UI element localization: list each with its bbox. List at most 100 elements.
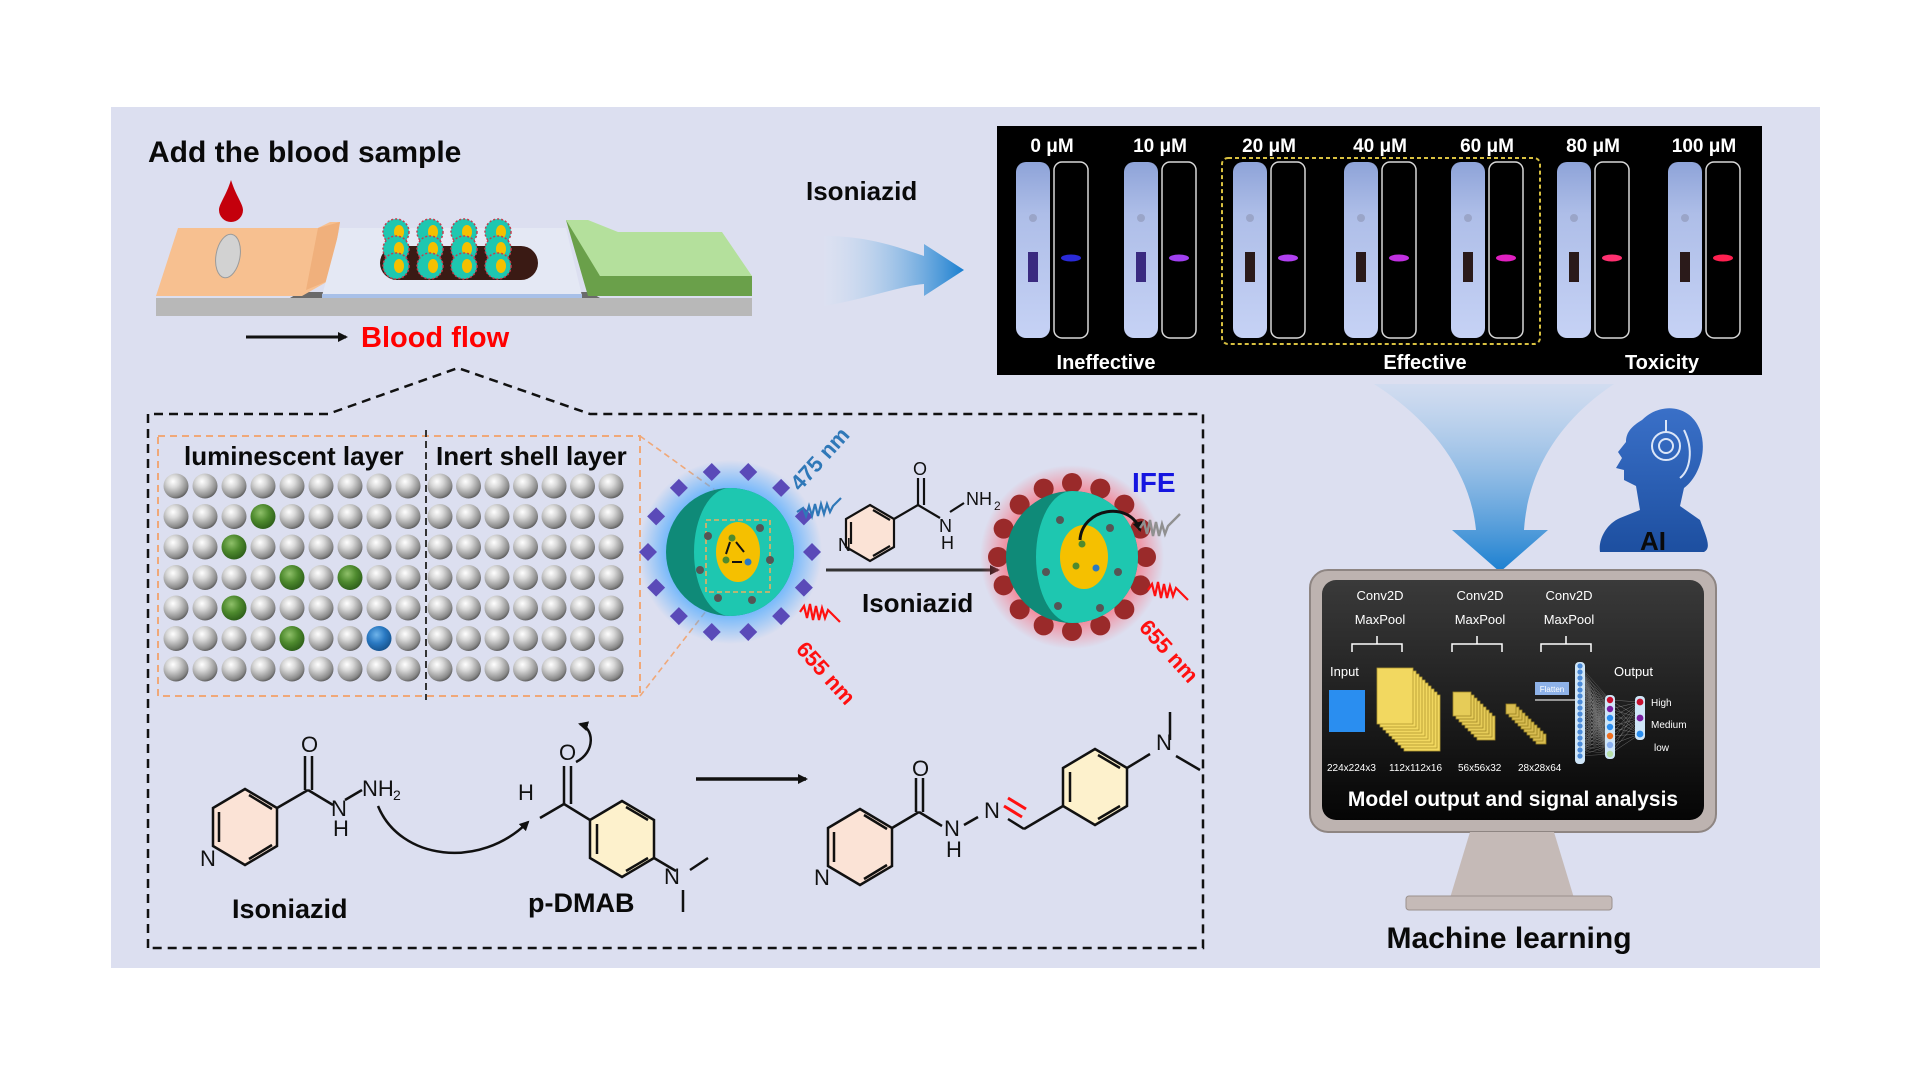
atom-nh-1: NH: [362, 776, 394, 801]
layer3-pool: MaxPool: [1544, 612, 1595, 627]
host-atom: [456, 626, 481, 651]
host-atom: [513, 565, 538, 590]
host-atom: [192, 595, 218, 621]
host-atom: [395, 626, 421, 651]
test-strip-pair: 40 μM: [1344, 136, 1417, 339]
host-atom: [250, 565, 276, 590]
emission-475-label: 475 nm: [785, 422, 854, 495]
host-atom: [337, 504, 363, 529]
strip-cassette: [1668, 162, 1702, 338]
host-atom: [250, 595, 276, 621]
host-atom: [484, 504, 510, 529]
input-image: [1329, 690, 1365, 732]
mol-atom-n: N: [939, 516, 952, 536]
result-window: [1356, 252, 1366, 282]
fluorescence-band: [1061, 254, 1081, 262]
surface-dye-icon: [669, 607, 688, 626]
neuron: [1606, 705, 1614, 713]
host-atom: [513, 473, 538, 499]
atom-n-4: N: [984, 798, 1000, 823]
neuron: [1606, 714, 1614, 722]
host-atom: [395, 595, 421, 621]
strip-cassette: [1124, 162, 1158, 338]
host-atom: [308, 565, 334, 590]
atom-n-1: N: [331, 796, 347, 821]
fluorescence-band: [1602, 254, 1622, 262]
process-arrow-icon: [824, 236, 964, 306]
concentration-label: 10 μM: [1133, 136, 1187, 157]
chemical-reaction: [211, 712, 1201, 912]
dim-layer1: 112x112x16: [1389, 763, 1442, 774]
host-atom: [513, 595, 538, 621]
host-atom: [279, 504, 305, 529]
host-atom: [598, 565, 624, 590]
concentration-label: 0 μM: [1030, 136, 1073, 157]
product-bump-icon: [1130, 575, 1151, 596]
host-atom: [366, 504, 392, 529]
neuron: [1606, 741, 1614, 749]
host-atom: [221, 504, 247, 529]
neuron: [1577, 753, 1583, 759]
atom-ring-n-3: N: [814, 865, 830, 890]
surface-dye-icon: [702, 622, 721, 641]
blood-flow-label: Blood flow: [361, 322, 510, 354]
fluorescence-band: [1278, 254, 1298, 262]
host-atom: [484, 473, 510, 499]
host-atom: [221, 656, 247, 682]
input-label: Input: [1330, 664, 1359, 679]
neuron: [1577, 681, 1583, 687]
layer1-conv: Conv2D: [1357, 588, 1404, 603]
mol-atom-nh: NH: [966, 489, 992, 509]
host-atom: [366, 595, 392, 621]
host-atom: [427, 534, 453, 560]
host-atom: [456, 534, 481, 560]
ai-head-icon: AI: [1599, 408, 1708, 556]
output-neuron: [1636, 730, 1644, 738]
sample-port: [1681, 214, 1689, 222]
monitor-stand: [1450, 832, 1574, 898]
strip-cassette: [1451, 162, 1485, 338]
surface-dye-icon: [739, 622, 758, 641]
emission-wave-475-icon: [796, 497, 842, 521]
host-atom: [192, 656, 218, 682]
atom-h-3: H: [946, 837, 962, 862]
emission-655-label: 655 nm: [791, 637, 860, 710]
surface-dye-icon: [647, 507, 666, 526]
dim-layer2: 56x56x32: [1458, 763, 1502, 774]
host-atom: [308, 504, 334, 529]
host-atom: [279, 595, 305, 621]
nanoparticle-cluster: [382, 218, 512, 280]
host-atom: [221, 626, 247, 651]
machine-learning-caption: Machine learning: [1386, 922, 1631, 955]
product-bump-icon: [1009, 494, 1030, 515]
isoniazid-molecule-small: [844, 478, 965, 563]
reactant-isoniazid-label: Isoniazid: [232, 894, 348, 924]
fluorescence-strip: [1381, 161, 1417, 339]
host-atom: [308, 534, 334, 560]
host-atom: [337, 595, 363, 621]
host-atom: [308, 473, 334, 499]
reaction-reagent-label: Isoniazid: [862, 588, 973, 618]
host-atom: [337, 656, 363, 682]
fluorescence-strip: [1705, 161, 1741, 339]
concentration-label: 40 μM: [1353, 136, 1407, 157]
host-atom: [221, 565, 247, 590]
product-bump-icon: [1090, 478, 1111, 499]
sample-well: [215, 233, 241, 279]
host-atom: [192, 473, 218, 499]
surface-dye-icon: [772, 607, 791, 626]
neuron: [1577, 735, 1583, 741]
blood-drop-icon: [219, 180, 243, 222]
dim-input: 224x224x3: [1327, 763, 1376, 774]
imine-double-bond-red: [1003, 804, 1023, 819]
host-atom: [484, 626, 510, 651]
category-ineffective: Ineffective: [1057, 352, 1156, 374]
category-effective: Effective: [1383, 352, 1466, 374]
test-strip-pair: 20 μM: [1233, 136, 1306, 339]
result-window: [1028, 252, 1038, 282]
neuron: [1577, 687, 1583, 693]
host-atom: [279, 473, 305, 499]
sample-port: [1357, 214, 1365, 222]
surface-dye-icon: [794, 507, 813, 526]
dopant-atom-green: [250, 504, 276, 529]
